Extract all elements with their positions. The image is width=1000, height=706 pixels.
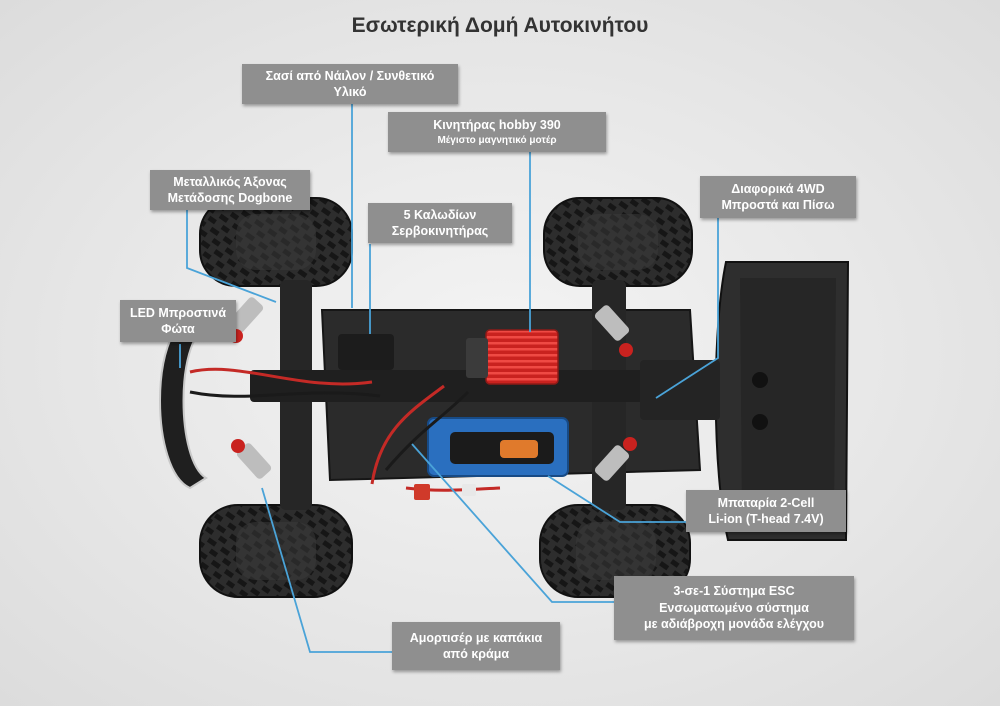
callout-servo: 5 Καλωδίων Σερβοκινητήρας	[368, 203, 512, 243]
callout-led-line2: Φώτα	[161, 322, 195, 336]
leader-shocks	[261, 487, 392, 653]
callout-shocks-line1: Αμορτισέρ με καπάκια	[409, 630, 543, 645]
callout-motor: Κινητήρας hobby 390 Μέγιστο μαγνητικό μο…	[388, 112, 606, 152]
rear-wing	[714, 261, 850, 541]
callout-differential-line2: Μπροστά και Πίσω	[721, 198, 835, 212]
balance-connector	[462, 484, 476, 496]
callout-dogbone-line1: Μεταλλικός Άξονας	[173, 174, 287, 189]
battery	[427, 417, 569, 477]
callout-dogbone-line2: Μετάδοσης Dogbone	[167, 191, 293, 205]
callout-esc-line3: με αδιάβροχη μονάδα ελέγχου	[643, 617, 825, 632]
leader-differential	[655, 218, 719, 399]
callout-led-line1: LED Μπροστινά	[129, 305, 227, 320]
shock-rear-right	[594, 437, 637, 481]
callout-motor-line2: Μέγιστο μαγνητικό μοτέρ	[437, 134, 557, 146]
callout-esc-line2: Ενσωματωμένο σύστημα	[659, 600, 809, 615]
callout-battery-line2: Li-ion (T-head 7.4V)	[708, 512, 824, 526]
leader-battery	[547, 475, 686, 523]
callout-battery-line1: Μπαταρία 2-Cell	[717, 495, 815, 510]
wheel-front-left	[199, 197, 353, 287]
callout-differential: Διαφορικά 4WD Μπροστά και Πίσω	[700, 176, 856, 218]
shock-rear-left	[231, 439, 272, 479]
leader-esc	[411, 443, 614, 603]
callout-servo-line1: 5 Καλωδίων	[403, 207, 477, 222]
front-bumper	[159, 316, 209, 490]
callout-chassis-material-line1: Σασί από Νάιλον / Συνθετικό	[265, 68, 435, 83]
deans-connector	[414, 484, 430, 500]
callout-led: LED Μπροστινά Φώτα	[120, 300, 236, 342]
leader-lines	[179, 104, 719, 653]
callout-chassis-material: Σασί από Νάιλον / Συνθετικό Υλικό	[242, 64, 458, 104]
wheel-rear-left	[199, 504, 353, 598]
callout-shocks: Αμορτισέρ με καπάκια από κράμα	[392, 622, 560, 670]
callout-esc-line1: 3-σε-1 Σύστημα ESC	[673, 584, 795, 599]
callout-servo-line2: Σερβοκινητήρας	[391, 224, 489, 238]
wheel-rear-right	[539, 504, 691, 598]
callout-chassis-material-line2: Υλικό	[333, 85, 367, 99]
motor	[466, 329, 559, 385]
callout-esc: 3-σε-1 Σύστημα ESC Ενσωματωμένο σύστημα …	[614, 576, 854, 640]
shock-front-right	[594, 305, 633, 357]
callout-battery: Μπαταρία 2-Cell Li-ion (T-head 7.4V)	[686, 490, 846, 532]
wheel-front-right	[543, 197, 693, 287]
callout-motor-line1: Κινητήρας hobby 390	[433, 118, 561, 133]
callout-shocks-line2: από κράμα	[442, 647, 510, 661]
callout-dogbone: Μεταλλικός Άξονας Μετάδοσης Dogbone	[150, 170, 310, 210]
leader-dogbone	[186, 210, 277, 303]
callout-differential-line1: Διαφορικά 4WD	[731, 181, 825, 196]
diagram-title: Εσωτερική Δομή Αυτοκινήτου	[351, 14, 649, 37]
